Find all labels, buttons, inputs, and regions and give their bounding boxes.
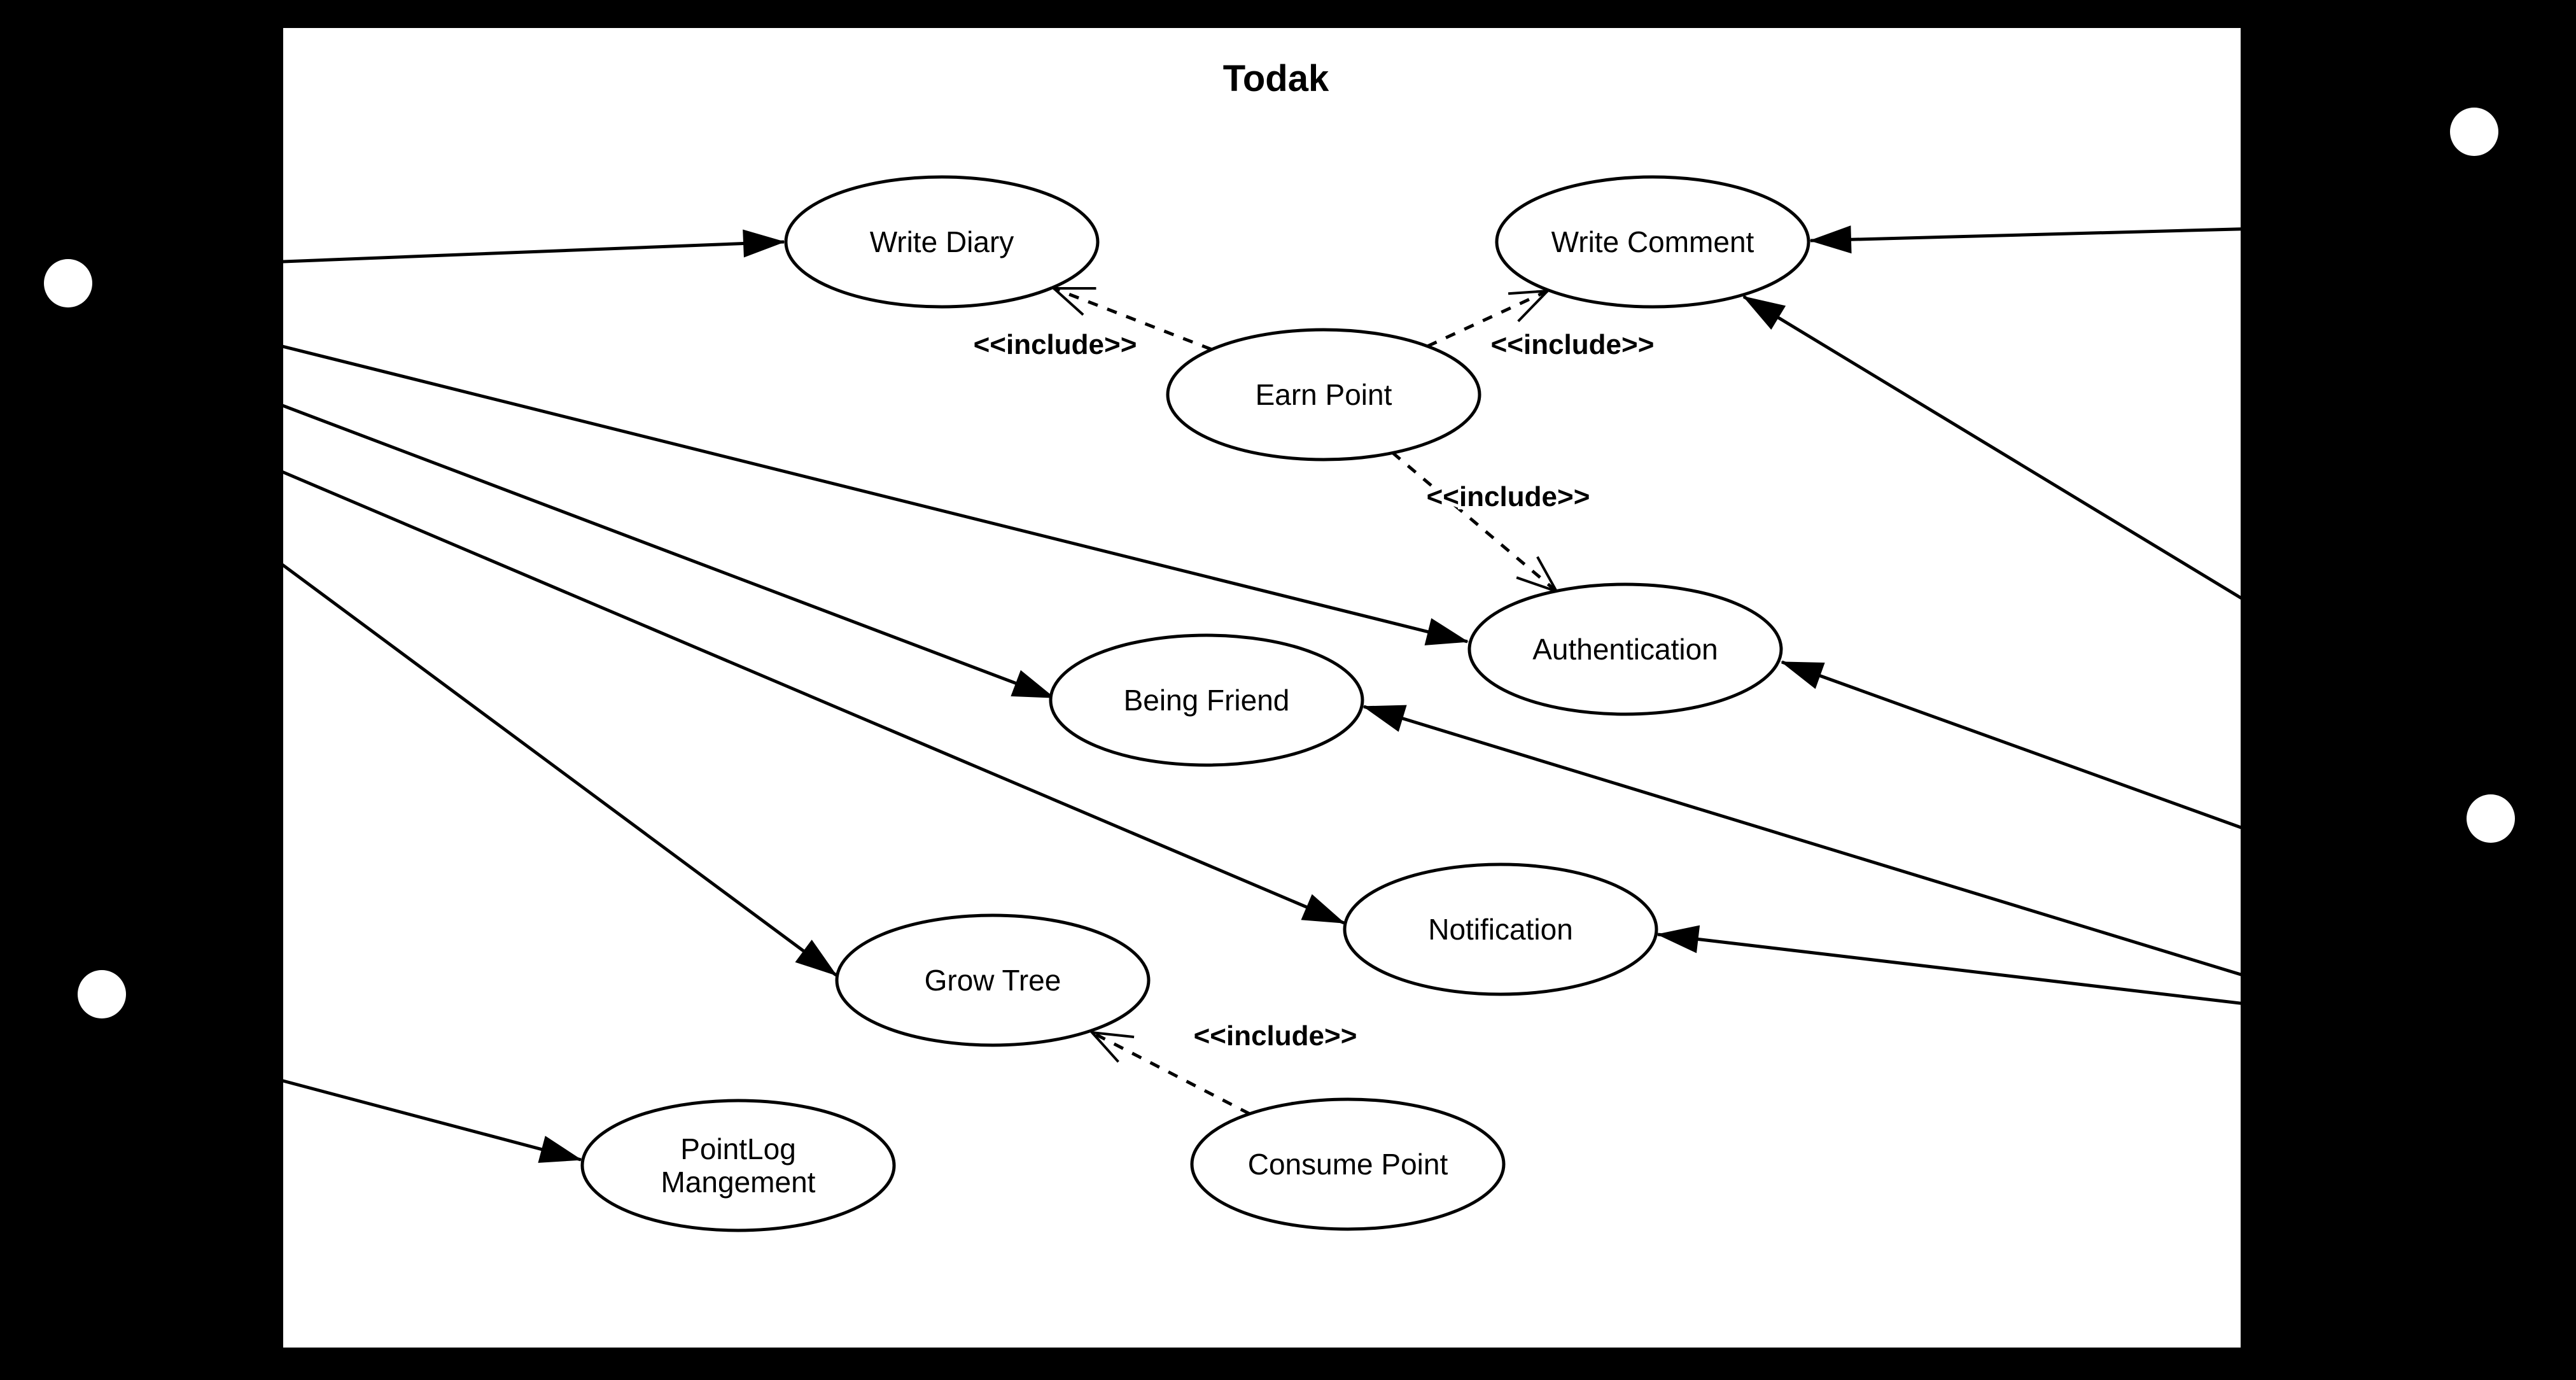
use-case-notification[interactable]: Notification	[1343, 862, 1658, 996]
use-case-ellipse[interactable]	[835, 913, 1151, 1047]
association-arrow-pointlog-mangement[interactable]	[95, 1031, 582, 1163]
use-case-label: Notification	[1428, 913, 1573, 946]
include-label: <<include>>	[1194, 1020, 1357, 1052]
association-arrow-being-friend[interactable]	[1362, 705, 2520, 1060]
use-case-write-diary[interactable]: Write Diary	[784, 175, 1100, 309]
include-label: <<include>>	[974, 329, 1137, 360]
use-case-ellipse[interactable]	[1049, 633, 1364, 767]
include-edge-earn-point-write-comment[interactable]	[1426, 289, 1551, 348]
include-label: <<include>>	[1427, 481, 1590, 512]
use-case-earn-point[interactable]: Earn Point	[1166, 328, 1481, 461]
use-case-consume-point[interactable]: Consume Point	[1190, 1097, 1506, 1231]
association-arrow-notification[interactable]	[57, 376, 1345, 925]
association-arrow-write-comment[interactable]	[1742, 295, 2520, 767]
include-edge-earn-point-authentication[interactable]	[1391, 451, 1560, 594]
use-case-label: Authentication	[1532, 633, 1718, 666]
include-label: <<include>>	[1491, 329, 1655, 360]
association-arrow-grow-tree[interactable]	[57, 398, 837, 977]
use-case-label: Consume Point	[1248, 1148, 1448, 1181]
actors-layer	[44, 108, 2515, 1018]
diagram-title: Todak	[1223, 58, 1329, 99]
use-case-ellipse[interactable]	[1166, 328, 1481, 461]
use-case-grow-tree[interactable]: Grow Tree	[835, 913, 1151, 1047]
actor-left-bottom-head[interactable]	[78, 970, 126, 1018]
actor-right-middle-head[interactable]	[2467, 794, 2515, 843]
actor-right-top-head[interactable]	[2450, 108, 2498, 156]
use-case-label: Write Comment	[1551, 225, 1754, 258]
use-case-label: Grow Tree	[925, 964, 1061, 997]
use-case-label: Earn Point	[1256, 378, 1392, 411]
association-arrow-write-diary[interactable]	[57, 229, 785, 271]
use-case-ellipse[interactable]	[1495, 175, 1810, 309]
association-arrow-notification[interactable]	[1656, 925, 2520, 1036]
include-edge-earn-point-write-diary[interactable]	[1050, 286, 1212, 351]
use-case-ellipse[interactable]	[1467, 582, 1783, 716]
use-case-ellipse[interactable]	[1343, 862, 1658, 996]
use-case-ellipse[interactable]	[580, 1099, 896, 1232]
use-case-being-friend[interactable]: Being Friend	[1049, 633, 1364, 767]
use-case-ellipse[interactable]	[1190, 1097, 1506, 1231]
use-case-write-comment[interactable]: Write Comment	[1495, 175, 1810, 309]
use-case-label: Being Friend	[1124, 684, 1290, 717]
actor-left-top-head[interactable]	[44, 259, 92, 307]
use-case-authentication[interactable]: Authentication	[1467, 582, 1783, 716]
include-edge-consume-point-grow-tree[interactable]	[1089, 1031, 1251, 1116]
association-arrow-being-friend[interactable]	[57, 320, 1055, 700]
edges-layer: <<include>> <<include>> <<include>> <<inclu…	[57, 222, 2520, 1163]
association-arrow-authentication[interactable]	[57, 290, 1469, 645]
association-arrow-authentication[interactable]	[1781, 660, 2520, 928]
association-arrow-write-comment[interactable]	[1809, 222, 2520, 254]
use-case-ellipse[interactable]	[784, 175, 1100, 309]
use-case-label: Write Diary	[870, 225, 1014, 258]
